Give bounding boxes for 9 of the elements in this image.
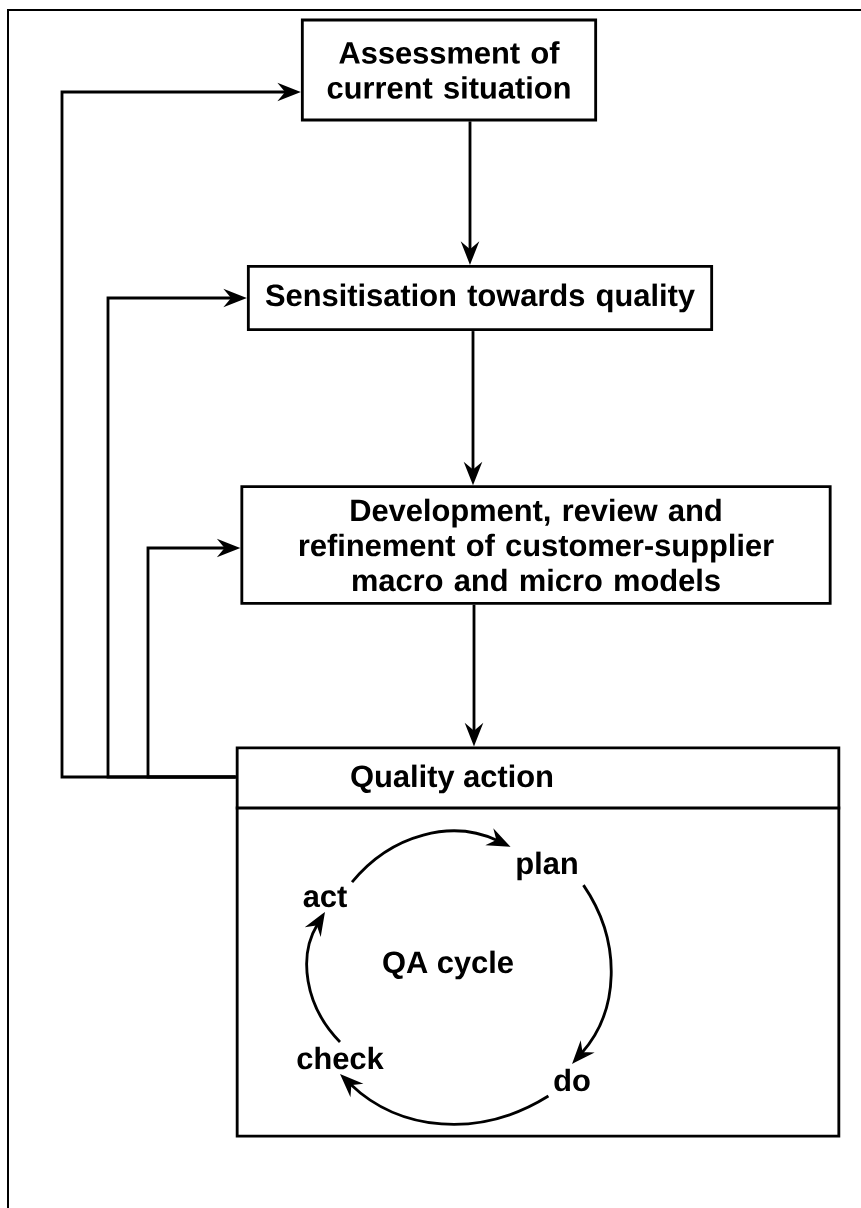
cycle-step: act	[303, 886, 347, 908]
cycle-label: QA cycle	[383, 950, 513, 980]
cycle-step: plan	[517, 851, 577, 881]
panel-heading: Quality action	[351, 764, 553, 794]
process-box: Sensitisation towards quality	[246, 264, 714, 332]
cycle-step: do	[554, 1068, 590, 1092]
process-box: Assessment of current situation	[300, 18, 598, 122]
process-box: Development, review and refinement of customer-supplier macro and micro models	[240, 485, 832, 605]
cycle-step: check	[297, 1046, 384, 1070]
